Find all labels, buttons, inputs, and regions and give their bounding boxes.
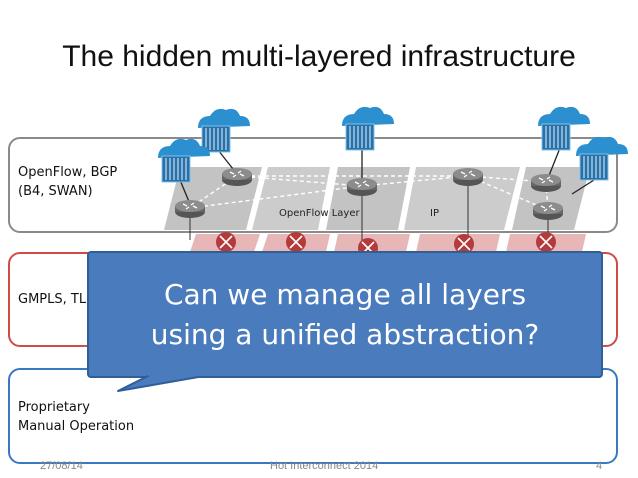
router-icon (533, 202, 563, 220)
ip-layer-label: IP (430, 208, 439, 219)
optical-router-icon (286, 232, 306, 252)
router-icon (347, 178, 377, 196)
openflow-layer-label: OpenFlow Layer (279, 208, 360, 219)
callout-text: Can we manage all layers using a unified… (88, 252, 602, 377)
datacenter-icon (198, 109, 250, 152)
footer-event: Hot Interconnect 2014 (270, 460, 378, 472)
router-icon (453, 168, 483, 186)
router-icon (531, 174, 561, 192)
datacenter-icon (342, 107, 394, 150)
optical-plane (190, 234, 586, 252)
router-icon (222, 168, 252, 186)
footer-date: 27/08/14 (40, 460, 83, 472)
router-icon (175, 200, 205, 218)
optical-router-icon (216, 232, 236, 252)
datacenter-icon (576, 137, 628, 180)
callout-line1: Can we manage all layers (164, 275, 526, 315)
footer-page-number: 4 (596, 460, 602, 472)
optical-router-icon (536, 232, 556, 252)
datacenter-icon (538, 107, 590, 150)
callout-line2: using a unified abstraction? (151, 315, 539, 355)
